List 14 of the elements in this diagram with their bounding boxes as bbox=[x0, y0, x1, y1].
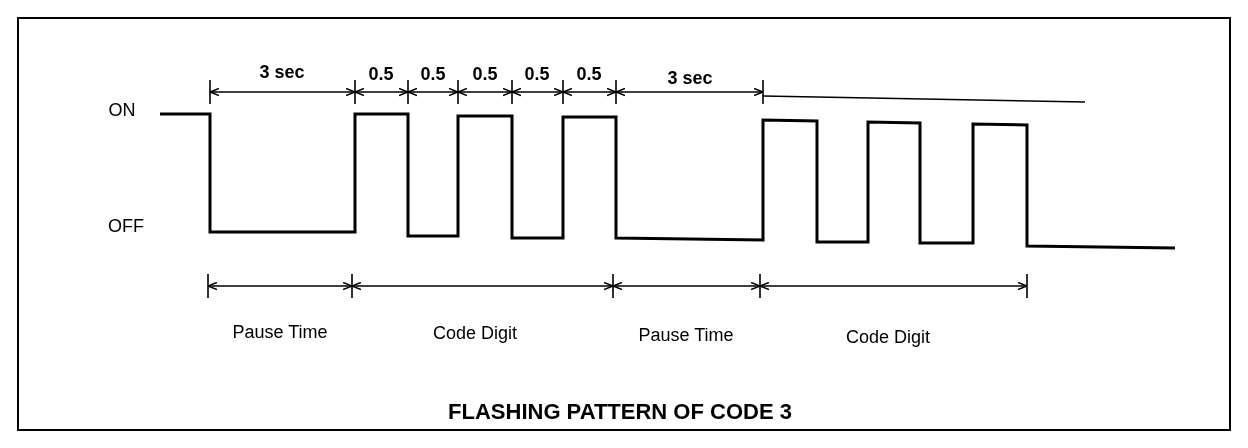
interval-label: Code Digit bbox=[433, 322, 517, 344]
duration-label: 0.5 bbox=[576, 63, 602, 85]
duration-label: 3 sec bbox=[259, 61, 305, 83]
caption: FLASHING PATTERN OF CODE 3 bbox=[448, 399, 792, 425]
state-label: ON bbox=[108, 99, 136, 121]
interval-label: Pause Time bbox=[638, 324, 734, 346]
duration-label: 0.5 bbox=[368, 63, 394, 85]
duration-label: 0.5 bbox=[420, 63, 446, 85]
duration-label: 0.5 bbox=[524, 63, 550, 85]
interval-label: Pause Time bbox=[232, 321, 328, 343]
interval-label: Code Digit bbox=[846, 326, 930, 348]
duration-label: 3 sec bbox=[667, 67, 713, 89]
duration-label: 0.5 bbox=[472, 63, 498, 85]
state-label: OFF bbox=[108, 215, 144, 237]
